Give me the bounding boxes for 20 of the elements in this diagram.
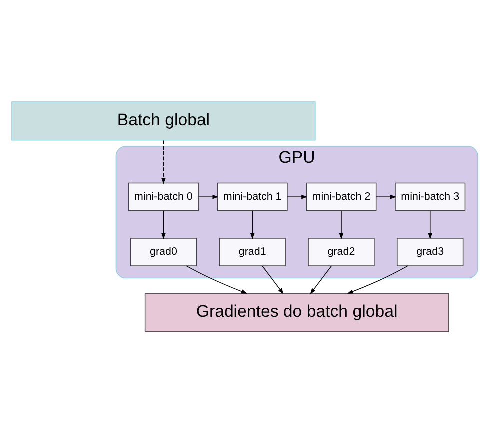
node-box: mini-batch 0 — [128, 182, 199, 212]
arrow — [376, 194, 397, 200]
arrow — [347, 266, 408, 294]
node-box: grad3 — [397, 238, 464, 266]
node-box: grad2 — [308, 238, 375, 266]
node-box: grad0 — [130, 238, 198, 266]
node-box: grad1 — [219, 238, 286, 266]
node-box: Gradientes do batch global — [144, 293, 450, 332]
arrow — [198, 194, 219, 200]
arrow — [162, 210, 166, 240]
node-box: mini-batch 2 — [306, 182, 377, 212]
arrow — [287, 194, 308, 200]
node-box: Batch global — [12, 102, 316, 141]
arrow — [250, 210, 255, 240]
arrow — [162, 140, 166, 184]
node-box: mini-batch 1 — [217, 182, 288, 212]
node-box: mini-batch 3 — [395, 182, 466, 212]
arrow — [339, 210, 344, 240]
arrow — [186, 266, 248, 294]
arrow — [428, 210, 433, 240]
